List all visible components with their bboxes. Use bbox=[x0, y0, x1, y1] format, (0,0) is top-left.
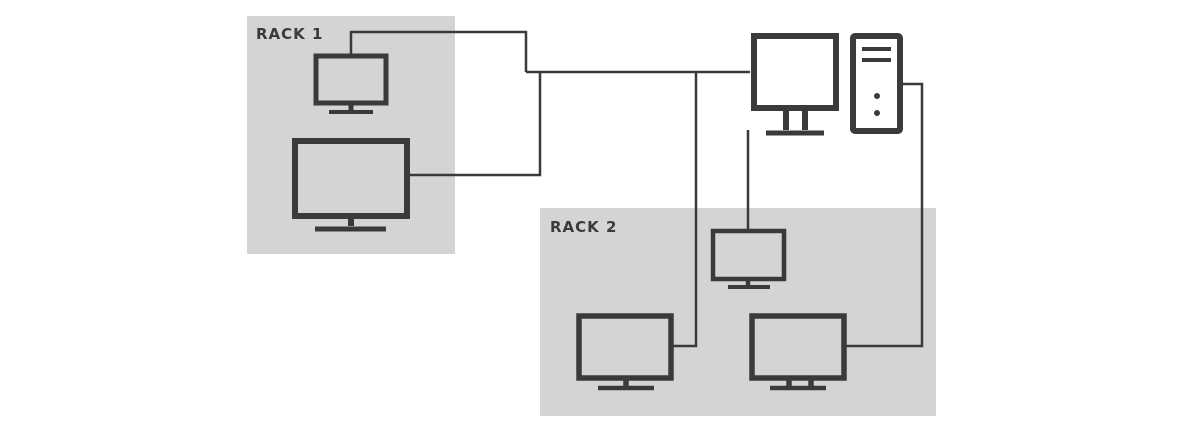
rack-1-label: RACK 1 bbox=[256, 25, 323, 43]
monitor-icon bbox=[751, 33, 839, 136]
desktop-tower-icon bbox=[850, 33, 903, 134]
rack2-left-monitor bbox=[576, 313, 674, 391]
cable-rack1-large-monitor bbox=[410, 72, 542, 177]
cable-rack2-right-monitor bbox=[846, 82, 924, 348]
rack1-large-monitor bbox=[292, 138, 410, 232]
monitor-icon bbox=[292, 138, 410, 232]
rack-2-area bbox=[540, 208, 936, 416]
cables bbox=[349, 30, 924, 348]
rack2-right-monitor bbox=[749, 313, 847, 391]
rack-2: RACK 2 bbox=[540, 208, 936, 416]
monitor-icon bbox=[710, 228, 787, 289]
rack2-top-monitor bbox=[710, 228, 787, 289]
main-monitor bbox=[751, 33, 839, 136]
monitor-icon bbox=[576, 313, 674, 391]
cable-rack2-left-monitor bbox=[672, 72, 698, 348]
monitor-icon bbox=[313, 53, 389, 114]
monitor-icon bbox=[749, 313, 847, 391]
cable-rack1-small-monitor bbox=[349, 30, 528, 72]
tower-pc bbox=[850, 33, 903, 134]
rack-2-label: RACK 2 bbox=[550, 218, 617, 236]
devices bbox=[292, 33, 903, 391]
rack1-small-monitor bbox=[313, 53, 389, 114]
